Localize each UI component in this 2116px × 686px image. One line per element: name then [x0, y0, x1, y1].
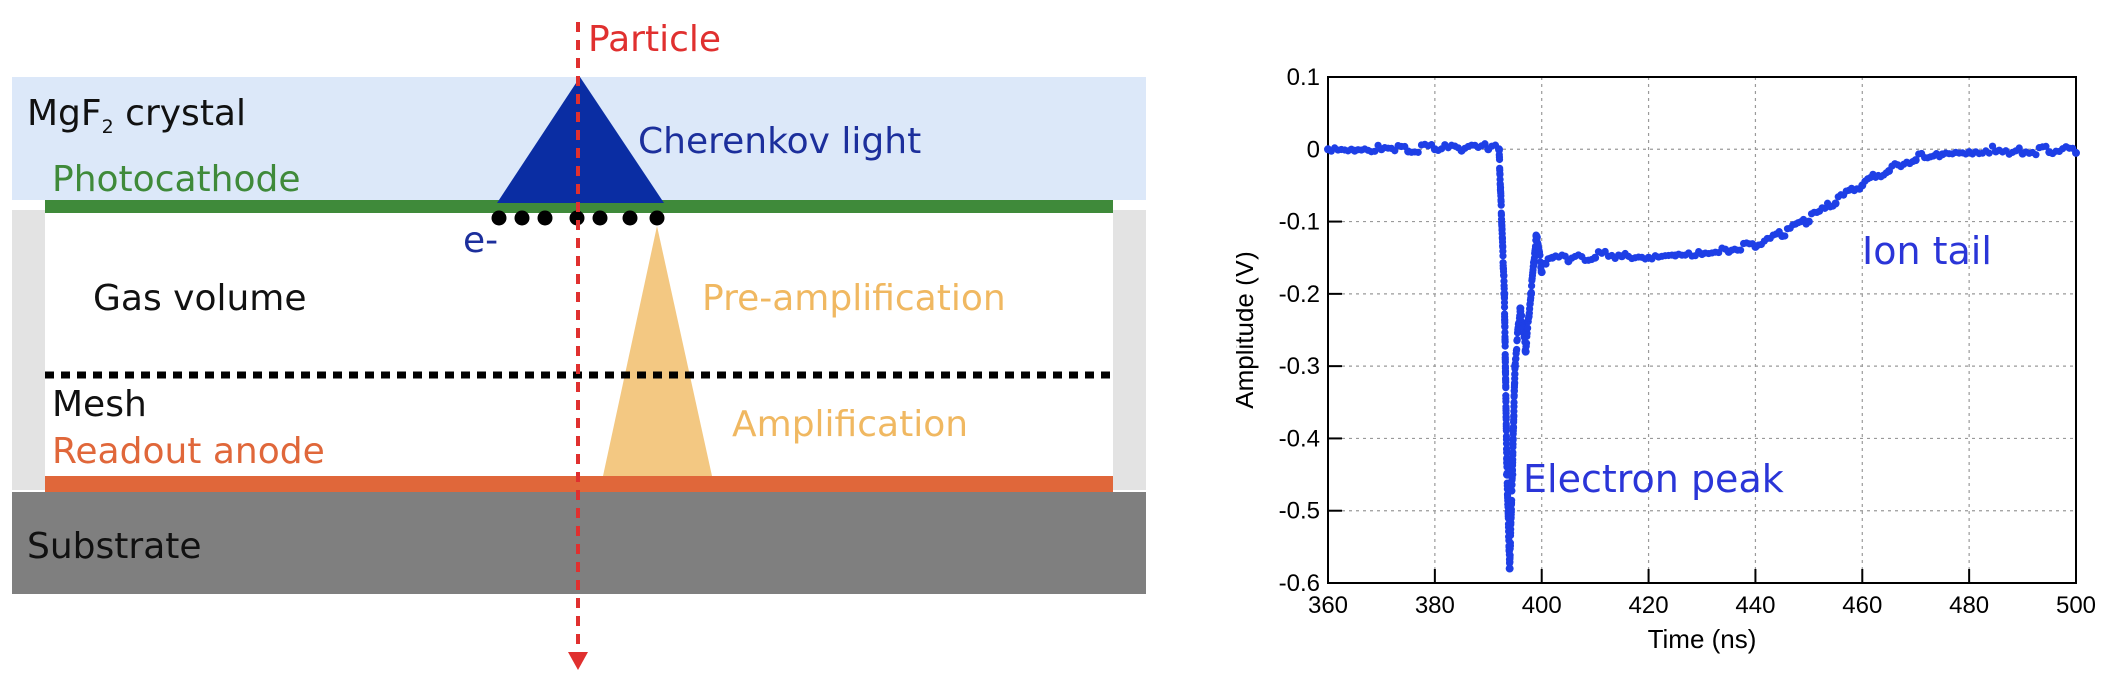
- data-point-trace: [1502, 440, 1511, 448]
- crystal-label-main: MgF: [27, 93, 102, 134]
- data-point-trace: [1508, 486, 1516, 495]
- y-tick-label: -0.3: [1279, 353, 1320, 380]
- data-point-trace: [1506, 539, 1515, 547]
- data-point-trace: [1511, 370, 1519, 378]
- amplitude-plot: 360 380 400 420 440 460 480 500 0.1 0 -0.1 -0.2 -0.3…: [1236, 64, 2096, 654]
- mesh-label: Mesh: [52, 384, 147, 425]
- data-point-trace: [1499, 252, 1507, 260]
- data-point-trace: [1513, 335, 1521, 344]
- data-point-trace: [1509, 448, 1517, 457]
- detector-diagram: [12, 22, 1146, 670]
- gas-volume-label: Gas volume: [93, 278, 307, 319]
- electron-label: e-: [463, 220, 499, 261]
- y-tick-label: -0.1: [1279, 209, 1320, 236]
- cherenkov-label: Cherenkov light: [638, 121, 922, 162]
- crystal-label-subscript: 2: [101, 116, 114, 139]
- data-point-trace: [1510, 398, 1518, 407]
- data-point: [1537, 268, 1546, 277]
- data-point-trace: [1509, 423, 1518, 431]
- data-point-trace: [2032, 151, 2040, 159]
- plot-frame: [1327, 76, 2077, 584]
- preamplification-label: Pre-amplification: [702, 278, 1006, 319]
- cherenkov-cone: [497, 77, 664, 203]
- readout-anode-layer: [45, 476, 1113, 492]
- data-point-trace: [1501, 323, 1509, 331]
- x-axis-label: Time (ns): [1648, 624, 1757, 654]
- data-point-trace: [1536, 251, 1544, 259]
- data-point: [2072, 148, 2080, 157]
- y-tick-label: -0.4: [1279, 425, 1320, 452]
- data-point-trace: [1506, 551, 1514, 559]
- x-tick-label: 460: [1842, 592, 1882, 619]
- x-tick-label: 360: [1308, 592, 1348, 619]
- data-point-trace: [2015, 144, 2023, 152]
- data-point-trace: [1371, 147, 1379, 155]
- data-point-trace: [1414, 148, 1422, 156]
- signal-points: [1324, 140, 2080, 573]
- data-point-trace: [1501, 342, 1509, 350]
- data-point-trace: [2042, 142, 2050, 150]
- data-point-trace: [1533, 233, 1541, 241]
- data-point-trace: [1502, 398, 1510, 406]
- data-point-trace: [1985, 149, 1993, 157]
- data-point-trace: [1527, 282, 1536, 290]
- x-tick-label: 480: [1949, 592, 1989, 619]
- x-tick-label: 400: [1522, 592, 1562, 619]
- data-point-trace: [1524, 324, 1532, 332]
- substrate-label: Substrate: [27, 526, 202, 567]
- crystal-label: MgF2 crystal: [27, 96, 246, 137]
- y-tick-label: -0.2: [1279, 281, 1320, 308]
- data-point-trace: [1391, 147, 1399, 155]
- data-point: [1831, 199, 1840, 208]
- data-point-trace: [1495, 155, 1504, 164]
- data-point-trace: [1481, 140, 1489, 148]
- data-point: [1804, 217, 1813, 226]
- left-wall: [12, 210, 45, 490]
- data-point-trace: [1527, 288, 1535, 296]
- amplification-label: Amplification: [732, 404, 969, 445]
- data-point-trace: [1781, 232, 1789, 240]
- data-point-trace: [1517, 312, 1526, 320]
- x-tick-label: 420: [1629, 592, 1669, 619]
- x-tick-label: 440: [1735, 592, 1775, 619]
- data-point-trace: [1500, 303, 1509, 311]
- readout-anode-label: Readout anode: [52, 431, 325, 472]
- y-axis-label: Amplitude (V): [1236, 251, 1259, 409]
- electron-peak-annotation: Electron peak: [1523, 457, 1784, 501]
- data-point-trace: [1503, 463, 1511, 471]
- y-tick-label: -0.5: [1279, 498, 1320, 525]
- right-wall: [1113, 210, 1146, 490]
- data-point-trace: [1503, 449, 1511, 457]
- particle-arrowhead: [568, 652, 588, 670]
- y-tick-label: -0.6: [1279, 570, 1320, 597]
- electron-dots: [491, 210, 665, 226]
- data-point-trace: [1500, 272, 1508, 280]
- ion-tail-annotation: Ion tail: [1862, 229, 1992, 273]
- data-point-trace: [1736, 246, 1745, 254]
- data-point-trace: [1507, 505, 1515, 514]
- data-point-trace: [1508, 496, 1516, 504]
- data-point-trace: [1497, 201, 1505, 209]
- y-tick-label: 0: [1307, 136, 1320, 163]
- data-point-trace: [1513, 345, 1521, 354]
- y-tick-label: 0.1: [1287, 64, 1320, 91]
- crystal-label-suffix: crystal: [113, 93, 246, 134]
- data-point-trace: [1522, 339, 1531, 347]
- photocathode-label: Photocathode: [52, 159, 301, 200]
- x-tick-label: 500: [2056, 592, 2096, 619]
- particle-label: Particle: [588, 19, 722, 60]
- data-point-trace: [1502, 384, 1510, 392]
- amplification-cone: [603, 226, 712, 476]
- data-point: [1591, 253, 1600, 262]
- data-point: [1505, 564, 1514, 573]
- data-point: [1911, 156, 1920, 165]
- x-tick-label: 380: [1415, 592, 1455, 619]
- data-point-trace: [1502, 427, 1511, 435]
